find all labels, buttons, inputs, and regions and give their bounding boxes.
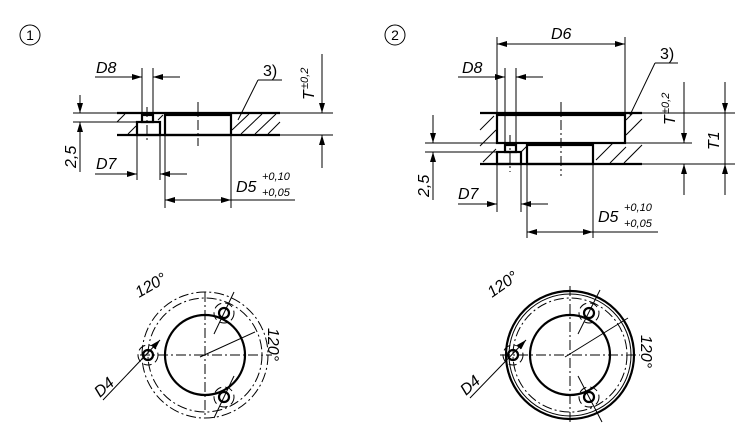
depth-label: 2,5 [416, 175, 433, 198]
d8-label: D8 [96, 60, 117, 77]
t-label: T [301, 89, 318, 100]
angle-label-1: 120° [133, 270, 171, 302]
variant-2-badge [384, 24, 406, 46]
d4-label: D4 [457, 373, 484, 399]
d8-label: D8 [462, 60, 483, 77]
bolt-hole [137, 344, 159, 366]
d5-lower-tolerance: +0,05 [262, 187, 291, 199]
t1-label: T1 [706, 131, 723, 150]
depth-label: 2,5 [63, 146, 80, 169]
d5-label: D5 [236, 179, 257, 196]
t-tolerance: ±0,2 [299, 68, 311, 89]
d5-lower-tolerance: +0,05 [624, 218, 653, 230]
variant-2-number: 2 [391, 27, 399, 43]
angle-label-2: 120° [264, 328, 281, 362]
d5-upper-tolerance: +0,10 [262, 171, 291, 183]
bolt-hole [213, 386, 235, 408]
variant-1-number: 1 [26, 27, 34, 43]
d7-label: D7 [458, 186, 480, 203]
variant-2-section: 2 D6 D8 D7 [384, 24, 735, 238]
variant-2-plan-view: 120° 120° D4 [457, 268, 654, 424]
variant-1-badge [19, 24, 41, 46]
d5-upper-tolerance: +0,10 [624, 202, 653, 214]
angle-label-1: 120° [485, 268, 522, 301]
d4-label: D4 [91, 375, 118, 401]
bolt-hole [578, 386, 600, 408]
bolt-hole [502, 344, 524, 366]
bolt-hole [578, 302, 600, 324]
note-3-label: 3) [263, 63, 277, 80]
section-hatch [479, 112, 643, 164]
d7-label: D7 [96, 156, 118, 173]
variant-1-plan-view: 120° 120° D4 [91, 270, 281, 419]
variant-1-section: 1 D8 D7 D5 +0,10 +0,05 [19, 24, 333, 208]
t-label: T [662, 114, 679, 125]
note-3-label: 3) [660, 46, 674, 63]
bolt-hole [213, 302, 235, 324]
d6-label: D6 [551, 26, 572, 43]
angle-label-2: 120° [637, 335, 654, 369]
d5-label: D5 [598, 209, 619, 226]
t-tolerance: ±0,2 [660, 93, 672, 114]
section-hatch [116, 113, 281, 135]
